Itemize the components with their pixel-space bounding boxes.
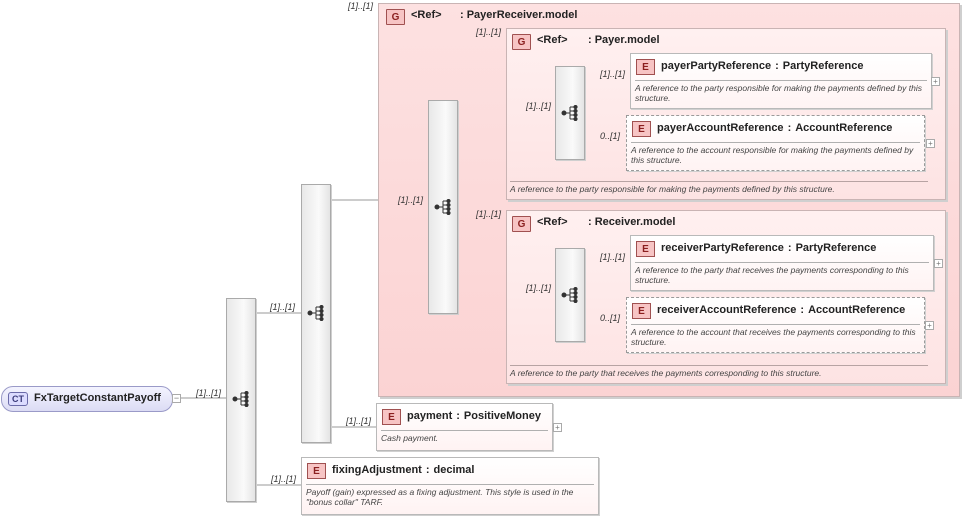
- element-tag: E: [632, 303, 651, 319]
- cardinality-payer-party: [1]..[1]: [600, 69, 626, 79]
- element-title: receiverPartyReference:PartyReference: [661, 242, 877, 254]
- sequence-compositor-outer[interactable]: [301, 184, 331, 443]
- group-tag: G: [512, 34, 531, 50]
- group-documentation: A reference to the party that receives t…: [510, 365, 928, 378]
- sequence-compositor-payer-receiver[interactable]: [428, 100, 458, 314]
- sequence-compositor-root[interactable]: [226, 298, 256, 502]
- element-fixing-adjustment[interactable]: E fixingAdjustment:decimal Payoff (gain)…: [301, 457, 599, 515]
- element-title: payment:PositiveMoney: [407, 410, 541, 422]
- expand-receiver-account-button[interactable]: +: [925, 321, 934, 330]
- element-documentation: A reference to the account responsible f…: [631, 142, 920, 165]
- element-title: payerAccountReference:AccountReference: [657, 122, 893, 134]
- sequence-icon: [232, 391, 249, 407]
- element-documentation: Cash payment.: [381, 430, 548, 443]
- expand-payer-party-button[interactable]: +: [931, 77, 940, 86]
- element-payment[interactable]: E payment:PositiveMoney Cash payment.: [376, 403, 553, 451]
- sequence-icon: [434, 199, 451, 215]
- cardinality-receiver-group: [1]..[1]: [476, 209, 502, 219]
- complex-type-name: FxTargetConstantPayoff: [34, 392, 161, 404]
- element-tag: E: [636, 241, 655, 257]
- cardinality-outer-seq: [1]..[1]: [270, 302, 296, 312]
- group-title: : PayerReceiver.model: [460, 9, 578, 21]
- cardinality-payer-group: [1]..[1]: [476, 27, 502, 37]
- cardinality-payer-receiver: [1]..[1]: [348, 1, 374, 11]
- element-tag: E: [636, 59, 655, 75]
- cardinality-payment: [1]..[1]: [346, 416, 372, 426]
- sequence-icon: [307, 305, 324, 321]
- cardinality-root-seq: [1]..[1]: [196, 388, 222, 398]
- element-payer-account-reference[interactable]: E payerAccountReference:AccountReference…: [626, 115, 925, 171]
- cardinality-receiver-account: 0..[1]: [600, 313, 621, 323]
- cardinality-receiver-party: [1]..[1]: [600, 252, 626, 262]
- sequence-compositor-receiver[interactable]: [555, 248, 585, 342]
- sequence-compositor-payer[interactable]: [555, 66, 585, 160]
- cardinality-receiver-seq: [1]..[1]: [526, 283, 552, 293]
- element-documentation: A reference to the party that receives t…: [635, 262, 929, 285]
- collapse-button[interactable]: −: [172, 393, 181, 403]
- sequence-icon: [561, 105, 578, 121]
- cardinality-fixing-adjustment: [1]..[1]: [271, 474, 297, 484]
- element-documentation: A reference to the party responsible for…: [635, 80, 927, 103]
- cardinality-pr-seq: [1]..[1]: [398, 195, 424, 205]
- group-tag: G: [512, 216, 531, 232]
- element-payer-party-reference[interactable]: E payerPartyReference:PartyReference A r…: [630, 53, 932, 109]
- element-receiver-account-reference[interactable]: E receiverAccountReference:AccountRefere…: [626, 297, 925, 353]
- group-documentation: A reference to the party responsible for…: [510, 181, 928, 194]
- element-receiver-party-reference[interactable]: E receiverPartyReference:PartyReference …: [630, 235, 934, 291]
- element-tag: E: [632, 121, 651, 137]
- expand-payer-account-button[interactable]: +: [926, 139, 935, 148]
- sequence-icon: [561, 287, 578, 303]
- cardinality-payer-seq: [1]..[1]: [526, 101, 552, 111]
- group-title: : Payer.model: [588, 34, 660, 46]
- expand-receiver-party-button[interactable]: +: [934, 259, 943, 268]
- element-title: fixingAdjustment:decimal: [332, 464, 475, 476]
- element-tag: E: [307, 463, 326, 479]
- complex-type-tag: CT: [8, 392, 28, 406]
- element-title: payerPartyReference:PartyReference: [661, 60, 864, 72]
- element-documentation: Payoff (gain) expressed as a fixing adju…: [306, 484, 594, 507]
- element-title: receiverAccountReference:AccountReferenc…: [657, 304, 906, 316]
- expand-payment-button[interactable]: +: [553, 423, 562, 432]
- cardinality-payer-account: 0..[1]: [600, 131, 621, 141]
- element-documentation: A reference to the account that receives…: [631, 324, 920, 347]
- group-ref-label: <Ref>: [537, 216, 568, 228]
- group-ref-label: <Ref>: [411, 9, 442, 21]
- group-tag: G: [386, 9, 405, 25]
- group-title: : Receiver.model: [588, 216, 676, 228]
- complex-type-root[interactable]: CT FxTargetConstantPayoff: [1, 386, 173, 412]
- group-ref-label: <Ref>: [537, 34, 568, 46]
- element-tag: E: [382, 409, 401, 425]
